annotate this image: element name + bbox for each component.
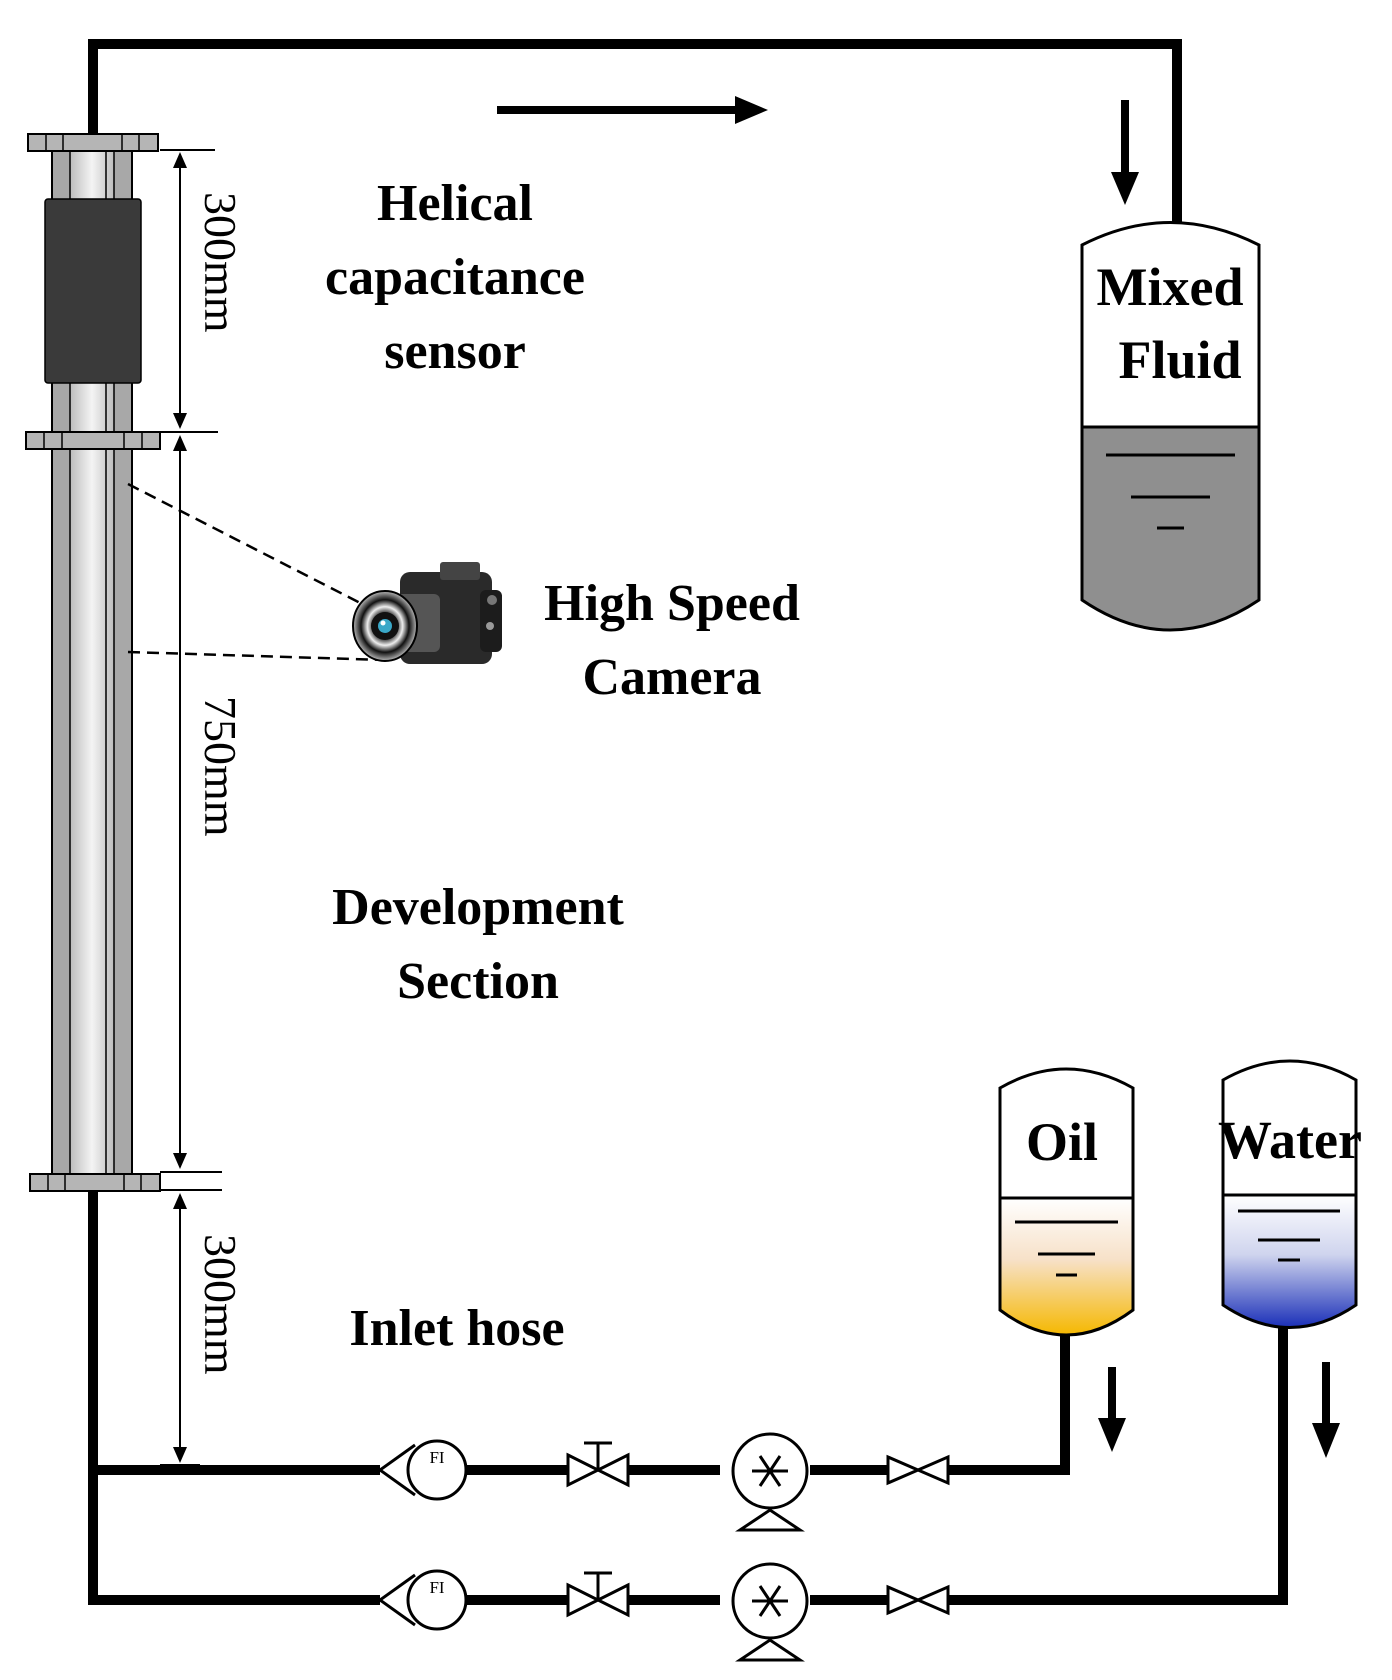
globe-valve-oil bbox=[566, 1441, 630, 1488]
high-speed-camera-icon bbox=[352, 562, 502, 664]
flow-indicator-oil bbox=[377, 1439, 468, 1501]
mixed-fluid-tank bbox=[1080, 221, 1261, 632]
return-pipeline bbox=[88, 39, 1182, 225]
sensor-label-line-2: capacitance bbox=[325, 249, 585, 306]
oil-tank-label: Oil bbox=[1026, 1112, 1098, 1172]
gate-valve-water bbox=[886, 1584, 950, 1616]
flow-arrow-into-mixed-tank bbox=[1111, 100, 1139, 205]
globe-valve-water bbox=[566, 1571, 630, 1618]
dimension-middle-label: 750mm bbox=[195, 696, 246, 837]
flange-top bbox=[27, 133, 159, 152]
dimension-lines bbox=[160, 149, 222, 1466]
flow-indicator-water-tag: FI bbox=[429, 1578, 444, 1597]
water-tank-label: Water bbox=[1218, 1110, 1362, 1170]
flow-indicator-water bbox=[377, 1569, 468, 1631]
sensor-label-line-1: Helical bbox=[377, 175, 533, 232]
flow-indicator-oil-tag: FI bbox=[429, 1448, 444, 1467]
mixed-tank-label-line-2: Fluid bbox=[1118, 330, 1241, 390]
mixed-tank-label-line-1: Mixed bbox=[1097, 257, 1244, 317]
inlet-pipeline bbox=[88, 1185, 1288, 1605]
inlet-hose-label: Inlet hose bbox=[349, 1300, 564, 1357]
sensor-label-line-3: sensor bbox=[384, 323, 526, 380]
dimension-top-label: 300mm bbox=[195, 192, 246, 333]
flow-arrow-oil-out bbox=[1098, 1367, 1126, 1452]
camera-label-line-1: High Speed bbox=[544, 575, 800, 632]
development-label-line-1: Development bbox=[332, 879, 624, 936]
flange-middle bbox=[25, 431, 161, 450]
pump-oil bbox=[731, 1432, 809, 1532]
flow-arrow-water-out bbox=[1312, 1362, 1340, 1458]
camera-view-lines bbox=[127, 482, 386, 662]
development-label-line-2: Section bbox=[397, 953, 559, 1010]
pump-water bbox=[731, 1562, 809, 1662]
flow-arrow-top bbox=[497, 96, 768, 124]
dimension-bottom-label: 300mm bbox=[195, 1234, 246, 1375]
gate-valve-oil bbox=[886, 1454, 950, 1486]
flange-bottom bbox=[29, 1173, 161, 1192]
oil-tank bbox=[998, 1067, 1135, 1337]
camera-label-line-2: Camera bbox=[582, 649, 761, 706]
capacitance-sensor-body bbox=[44, 198, 142, 384]
water-tank bbox=[1221, 1059, 1358, 1329]
